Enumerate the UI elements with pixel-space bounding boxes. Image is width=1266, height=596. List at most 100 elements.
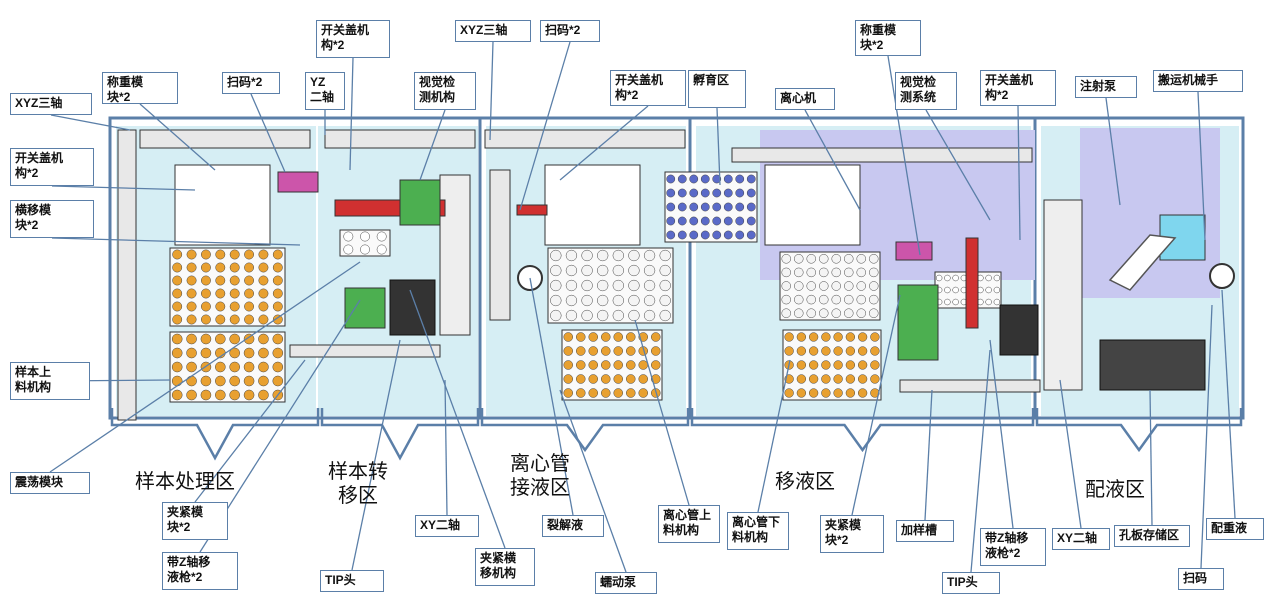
well [638,388,648,398]
well [735,216,745,226]
callout-xy-axis-right: XY二轴 [1052,528,1110,550]
well [258,361,269,373]
callout-clamp-traverse: 夹紧横 移机构 [475,548,535,586]
well [601,332,611,342]
leader-sample-trough [924,389,933,521]
centrifuge-rack-lower [561,329,663,401]
well [944,298,951,306]
well [781,254,791,264]
well [172,249,183,260]
well [576,332,586,342]
callout-xyz-axis-mid: XYZ三轴 [455,20,531,42]
well [215,375,226,387]
well [272,375,284,387]
well [659,294,671,307]
rail-vertical-dispensing [1043,199,1083,391]
well [935,274,943,282]
well [597,249,609,262]
red-track-centrifuge [516,204,548,216]
small-rack-transfer [339,229,391,257]
well [626,332,636,342]
well [870,374,880,384]
well [856,254,866,264]
leader-centrifuge [804,109,861,211]
leader-clamp-right [851,294,901,516]
well [612,279,624,292]
well [229,249,240,260]
well [626,388,636,398]
well [700,216,710,226]
well [628,294,640,307]
well [201,314,211,325]
leader-weighing-left [139,103,216,171]
well [172,275,183,286]
well [201,301,211,312]
well [565,294,578,307]
well [601,388,611,398]
well [857,388,868,398]
well [258,314,269,325]
leader-shaker [49,261,361,473]
well [723,230,733,240]
leader-tip-left [351,339,401,571]
well [796,388,807,398]
well [258,347,269,359]
well [601,374,611,384]
well [229,275,240,286]
leader-traverse-left [51,237,301,246]
well [576,346,586,356]
well [993,274,1001,282]
well [201,275,211,286]
rail-top-pipetting [731,147,1033,163]
leader-weigh-liquid [1221,289,1236,519]
well [272,301,283,312]
well [844,308,854,318]
well [550,264,562,277]
well [784,346,794,356]
well [819,267,829,278]
callout-lid-opener-right: 开关盖机 构*2 [980,70,1056,106]
leader-lines [49,41,1243,573]
well [870,388,880,398]
well [638,360,648,370]
callout-yz-axis: YZ 二轴 [305,72,345,110]
leader-robot-arm [1197,91,1206,241]
well [985,274,992,282]
well [845,346,856,356]
well [581,279,593,292]
callout-lysis: 裂解液 [542,515,604,537]
well [819,281,829,291]
sample-rack-upper [169,247,286,327]
rail-vertical-mid [439,174,471,336]
well [243,389,255,401]
well [723,188,733,198]
well [258,333,269,345]
well [723,216,733,226]
well [243,347,255,359]
leader-xy-axis-right [1059,379,1082,529]
well [628,249,640,262]
well [643,249,656,262]
well [833,346,843,356]
well [186,288,197,299]
rail-top-left [139,129,311,149]
incubation-plate [664,171,758,243]
well [659,309,671,322]
well [576,388,586,398]
well [581,264,593,277]
well [808,374,819,384]
well [612,309,624,322]
well [831,294,841,305]
well [258,375,269,387]
leader-syringe-pump [1105,97,1121,206]
well [272,347,284,359]
well [643,294,656,307]
well [215,333,226,345]
well [677,230,687,240]
rail-bottom-pipetting [899,379,1041,393]
zone-label-sample-transfer: 样本转 移区 [328,461,388,507]
well [563,346,573,356]
well [229,389,240,401]
well [229,333,240,345]
rail-top-centrifuge [484,129,686,149]
